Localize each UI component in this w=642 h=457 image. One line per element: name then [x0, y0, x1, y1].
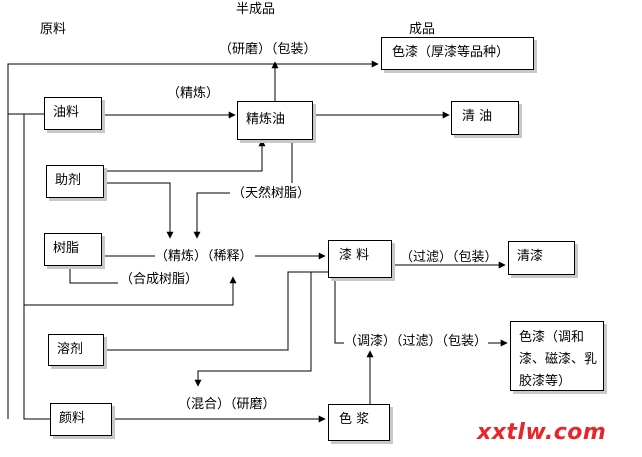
site-watermark: xxtlw.com	[477, 420, 607, 445]
label-refine-dilute: （精炼）（稀释）	[155, 249, 253, 264]
label-mix-grind: （混合）（研磨）	[178, 397, 276, 412]
box-paint-base: 漆 料	[328, 240, 392, 278]
box-clear-oil: 清 油	[451, 101, 519, 135]
box-additive: 助剂	[46, 165, 104, 198]
box-resin: 树脂	[44, 233, 102, 266]
box-solvent: 溶剂	[48, 334, 104, 366]
connector-paint-to-mixgrind	[194, 271, 331, 387]
box-color-paste: 色 浆	[328, 404, 390, 441]
connector-top-to-color-paint	[7, 60, 379, 419]
box-oil: 油料	[44, 97, 102, 130]
box-varnish: 清漆	[508, 241, 575, 275]
finished-products-header: 成品	[409, 22, 436, 37]
semi-finished-header: 半成品	[236, 2, 276, 17]
connector-additive-to-refine	[104, 182, 174, 239]
label-refine: （精炼）	[167, 86, 220, 101]
box-color-paint-thick: 色漆（厚漆等品种）	[381, 37, 534, 70]
connector-left-to-refine	[24, 276, 237, 306]
label-grind-pack: （研磨）（包装）	[219, 42, 317, 57]
connector-resin-synthetic	[69, 266, 118, 284]
raw-materials-header: 原料	[40, 22, 67, 37]
connector-left-bus	[23, 114, 50, 420]
label-synthetic-resin: （合成树脂）	[120, 272, 199, 287]
connector-natural-resin-down	[193, 192, 230, 239]
box-pigment: 颜料	[50, 403, 112, 436]
box-color-paint-final: 色漆（调和漆、磁漆、乳胶漆等）	[510, 321, 604, 391]
label-mix-filter-pack: （调漆）（过滤）（包装）	[344, 334, 488, 349]
label-filter-pack: （过滤）（包装）	[400, 250, 498, 265]
connector-additive-to-refined	[104, 139, 266, 172]
connector-solvent-to-paint	[104, 271, 331, 351]
box-refined-oil: 精炼油	[237, 101, 313, 140]
connector-paint-to-mix	[334, 273, 344, 344]
label-natural-resin: （天然树脂）	[232, 186, 311, 201]
